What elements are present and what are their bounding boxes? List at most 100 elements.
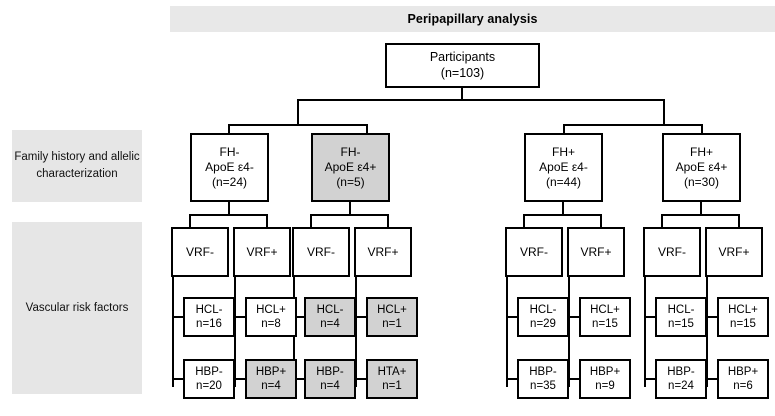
node-vrf-pos-2[interactable]: VRF+ <box>354 227 412 277</box>
connector-g4-left-drop <box>661 214 663 228</box>
node-fh-pos-apoe-neg-line3: (n=44) <box>545 175 582 189</box>
node-hcl-neg-1-count: n=16 <box>196 318 222 330</box>
connector-g1-right-drop <box>266 214 268 228</box>
connector-root-stem <box>461 88 463 100</box>
node-hbp-pos-3-count: n=9 <box>595 380 615 392</box>
node-hbp-neg-2-label: HBP- <box>316 365 344 378</box>
side-label-family-history: Family history and allelic characterizat… <box>12 130 142 202</box>
node-fh-neg-apoe-neg-line3: (n=24) <box>211 175 248 189</box>
node-hcl-pos-3[interactable]: HCL+ n=15 <box>579 297 631 337</box>
node-vrf-pos-4[interactable]: VRF+ <box>705 227 763 277</box>
node-hbp-pos-1[interactable]: HBP+ n=4 <box>245 359 297 399</box>
node-vrf-neg-2[interactable]: VRF- <box>292 227 350 277</box>
connector-left-cluster-spine <box>228 124 368 126</box>
banner-title: Peripapillary analysis <box>170 6 775 32</box>
node-hcl-pos-1[interactable]: HCL+ n=8 <box>245 297 297 337</box>
node-hbp-pos-3[interactable]: HBP+ n=9 <box>579 359 631 399</box>
node-hcl-neg-3-count: n=29 <box>530 318 556 330</box>
connector-g4-right-drop <box>738 214 740 228</box>
node-vrf-neg-2-label: VRF- <box>307 244 335 259</box>
node-participants[interactable]: Participants (n=103) <box>385 43 540 88</box>
node-hbp-neg-1[interactable]: HBP- n=20 <box>183 359 235 399</box>
node-hbp-neg-4-label: HBP- <box>667 365 695 378</box>
node-fh-pos-apoe-pos[interactable]: FH+ ApoE ε4+ (n=30) <box>662 133 741 202</box>
node-fh-neg-apoe-pos[interactable]: FH- ApoE ε4+ (n=5) <box>311 133 390 202</box>
connector-g2-left-drop <box>310 214 312 228</box>
connector-g3-spine <box>523 214 602 216</box>
node-vrf-pos-3[interactable]: VRF+ <box>567 227 625 277</box>
connector-vrf5-rail <box>506 277 508 387</box>
node-hbp-neg-3-count: n=35 <box>530 380 556 392</box>
node-vrf-pos-1[interactable]: VRF+ <box>233 227 291 277</box>
connector-vrf1-rail <box>172 277 174 387</box>
node-vrf-neg-4[interactable]: VRF- <box>643 227 701 277</box>
node-hta-pos-2[interactable]: HTA+ n=1 <box>366 359 418 399</box>
node-hta-pos-2-count: n=1 <box>382 380 402 392</box>
node-fh-neg-apoe-pos-line3: (n=5) <box>336 175 365 189</box>
connector-vrf6-hbp-stub <box>568 378 580 380</box>
connector-g2-spine <box>310 214 389 216</box>
node-hcl-neg-4-count: n=15 <box>668 318 694 330</box>
node-vrf-neg-4-label: VRF- <box>658 244 686 259</box>
node-hbp-neg-2-count: n=4 <box>320 380 340 392</box>
connector-vrf5-hbp-stub <box>506 378 518 380</box>
connector-vrf4-hcl-stub <box>355 316 367 318</box>
node-hbp-pos-1-label: HBP+ <box>255 365 287 378</box>
connector-vrf1-hcl-stub <box>172 316 184 318</box>
connector-vrf5-hcl-stub <box>506 316 518 318</box>
node-hcl-neg-3[interactable]: HCL- n=29 <box>517 297 569 337</box>
node-hcl-pos-2[interactable]: HCL+ n=1 <box>366 297 418 337</box>
connector-right-cluster-drop <box>663 99 665 126</box>
connector-group4-drop <box>701 124 703 134</box>
node-hcl-neg-1[interactable]: HCL- n=16 <box>183 297 235 337</box>
node-fh-pos-apoe-neg[interactable]: FH+ ApoE ε4- (n=44) <box>524 133 603 202</box>
connector-g3-right-drop <box>600 214 602 228</box>
node-vrf-pos-1-label: VRF+ <box>246 244 278 259</box>
connector-vrf4-rail <box>355 277 357 387</box>
connector-vrf7-hcl-stub <box>644 316 656 318</box>
node-fh-neg-apoe-pos-line2: ApoE ε4+ <box>324 160 377 174</box>
node-hcl-neg-2[interactable]: HCL- n=4 <box>304 297 356 337</box>
connector-g2-stem <box>349 202 351 215</box>
node-fh-pos-apoe-neg-line2: ApoE ε4- <box>539 160 588 174</box>
node-hcl-pos-3-count: n=15 <box>592 318 618 330</box>
node-hcl-neg-4-label: HCL- <box>667 303 695 316</box>
node-fh-neg-apoe-neg-line1: FH- <box>219 145 240 159</box>
node-vrf-neg-3[interactable]: VRF- <box>505 227 563 277</box>
connector-group2-drop <box>366 124 368 134</box>
node-hcl-neg-3-label: HCL- <box>529 303 557 316</box>
node-hbp-neg-4-count: n=24 <box>668 380 694 392</box>
connector-g2-right-drop <box>387 214 389 228</box>
node-hcl-neg-4[interactable]: HCL- n=15 <box>655 297 707 337</box>
connector-vrf2-rail <box>234 277 236 387</box>
connector-vrf6-hcl-stub <box>568 316 580 318</box>
connector-vrf1-hbp-stub <box>172 378 184 380</box>
node-fh-neg-apoe-pos-line1: FH- <box>340 145 361 159</box>
node-vrf-neg-3-label: VRF- <box>520 244 548 259</box>
node-fh-pos-apoe-pos-line3: (n=30) <box>683 175 720 189</box>
connector-left-cluster-drop <box>297 99 299 126</box>
node-hbp-neg-3[interactable]: HBP- n=35 <box>517 359 569 399</box>
connector-g4-spine <box>661 214 740 216</box>
connector-g4-stem <box>700 202 702 215</box>
node-fh-neg-apoe-neg[interactable]: FH- ApoE ε4- (n=24) <box>190 133 269 202</box>
node-hbp-neg-4[interactable]: HBP- n=24 <box>655 359 707 399</box>
connector-g1-spine <box>189 214 268 216</box>
node-fh-pos-apoe-pos-line1: FH+ <box>689 145 713 159</box>
node-hbp-pos-4[interactable]: HBP+ n=6 <box>717 359 769 399</box>
node-fh-pos-apoe-neg-line1: FH+ <box>551 145 575 159</box>
node-hcl-pos-4[interactable]: HCL+ n=15 <box>717 297 769 337</box>
node-hbp-pos-4-label: HBP+ <box>727 365 759 378</box>
node-hbp-neg-2[interactable]: HBP- n=4 <box>304 359 356 399</box>
connector-vrf4-hbp-stub <box>355 378 367 380</box>
node-participants-line1: Participants <box>429 49 496 64</box>
connector-group1-drop <box>228 124 230 134</box>
connector-vrf3-hbp-stub <box>293 378 305 380</box>
connector-g1-left-drop <box>189 214 191 228</box>
node-hcl-neg-1-label: HCL- <box>195 303 223 316</box>
connector-vrf7-rail <box>644 277 646 387</box>
node-hcl-pos-4-count: n=15 <box>730 318 756 330</box>
node-participants-line2: (n=103) <box>440 65 485 80</box>
node-vrf-neg-1[interactable]: VRF- <box>171 227 229 277</box>
